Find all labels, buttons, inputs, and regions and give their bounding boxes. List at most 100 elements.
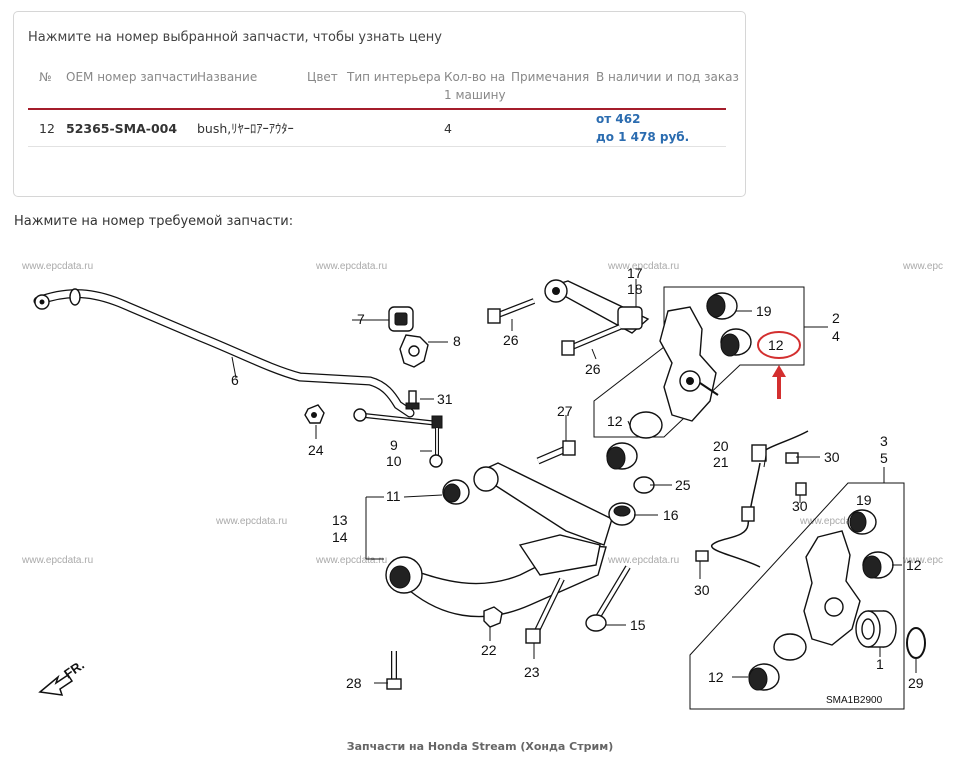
diagram-instruction: Нажмите на номер требуемой запчасти: <box>14 214 294 229</box>
row-oem[interactable]: 52365-SMA-004 <box>66 121 178 136</box>
diagram-code: SMA1B2900 <box>826 695 883 706</box>
col-header-no: № <box>39 70 52 84</box>
bushing <box>862 551 894 579</box>
callout-1[interactable]: 1 <box>876 656 884 672</box>
hub-bearing <box>855 610 897 648</box>
watermark: www.epcdata.ru <box>215 516 287 527</box>
callout-2[interactable]: 2 <box>832 310 840 326</box>
knuckle <box>773 530 861 661</box>
highlight-ring <box>757 331 801 359</box>
abs-sensor <box>711 430 809 568</box>
callout-26[interactable]: 26 <box>503 332 519 348</box>
callout-27[interactable]: 27 <box>557 403 573 419</box>
bolt <box>405 390 420 410</box>
callout-23[interactable]: 23 <box>524 664 540 680</box>
callout-10[interactable]: 10 <box>386 453 402 469</box>
watermark: www.epc <box>902 261 943 272</box>
callout-11[interactable]: 11 <box>386 488 401 504</box>
col-header-oem: OEM номер запчасти <box>66 70 198 84</box>
callout-14[interactable]: 14 <box>332 529 348 545</box>
bolt <box>785 452 799 464</box>
stabilizer-bracket <box>399 334 429 368</box>
col-header-qty-line1: Кол-во на <box>444 70 506 84</box>
bushing <box>706 292 738 320</box>
watermark: www.epcdata.ru <box>607 555 679 566</box>
watermark: www.epcdata.ru <box>799 516 871 527</box>
callout-12[interactable]: 12 <box>607 413 623 429</box>
callout-21[interactable]: 21 <box>713 454 729 470</box>
stabilizer-bar <box>33 288 415 418</box>
watermark: www.epc <box>902 555 943 566</box>
stabilizer-link <box>353 408 443 468</box>
lower-arm-b <box>385 534 607 618</box>
stabilizer-bushing <box>388 306 414 332</box>
watermark: www.epcdata.ru <box>315 261 387 272</box>
callout-28[interactable]: 28 <box>346 675 362 691</box>
callout-9[interactable]: 9 <box>390 437 398 453</box>
callout-26[interactable]: 26 <box>585 361 601 377</box>
callout-12-highlighted[interactable]: 12 <box>768 337 784 353</box>
bushing <box>748 663 780 691</box>
knuckle <box>629 306 719 439</box>
callout-3[interactable]: 3 <box>880 433 888 449</box>
callout-12[interactable]: 12 <box>906 557 922 573</box>
knuckle-assembly-box <box>593 286 805 438</box>
callout-30[interactable]: 30 <box>792 498 808 514</box>
bolt <box>536 440 576 465</box>
callout-31[interactable]: 31 <box>437 391 453 407</box>
col-header-color: Цвет <box>307 70 338 84</box>
page-footer: Запчасти на Honda Stream (Хонда Стрим) <box>346 740 614 753</box>
callout-24[interactable]: 24 <box>308 442 324 458</box>
circlip <box>906 627 926 659</box>
callout-19[interactable]: 19 <box>856 492 872 508</box>
callout-30[interactable]: 30 <box>824 449 840 465</box>
nut <box>483 606 503 628</box>
col-header-name: Название <box>197 70 258 84</box>
callout-15[interactable]: 15 <box>630 617 646 633</box>
callout-19[interactable]: 19 <box>756 303 772 319</box>
callout-4[interactable]: 4 <box>832 328 840 344</box>
row-no: 12 <box>39 121 55 136</box>
bolt <box>525 577 565 644</box>
row-name: bush,ﾘﾔｰﾛｱｰｱｳﾀｰ <box>197 121 294 136</box>
bolt <box>386 651 402 690</box>
parts-card: Нажмите на номер выбранной запчасти, что… <box>13 11 746 197</box>
callout-25[interactable]: 25 <box>675 477 691 493</box>
row-divider <box>28 146 726 147</box>
callout-18[interactable]: 18 <box>627 281 643 297</box>
leader-lines <box>231 279 917 684</box>
bushing <box>847 509 877 535</box>
nut <box>304 404 325 424</box>
callout-7[interactable]: 7 <box>357 311 365 327</box>
price-to[interactable]: до 1 478 руб. <box>596 130 690 144</box>
col-header-qty-line2: 1 машину <box>444 88 506 102</box>
card-title: Нажмите на номер выбранной запчасти, что… <box>28 30 442 45</box>
callout-8[interactable]: 8 <box>453 333 461 349</box>
callout-17[interactable]: 17 <box>627 265 643 281</box>
price-link[interactable]: от 462 до 1 478 руб. <box>596 110 689 146</box>
watermark: www.epcdata.ru <box>607 261 679 272</box>
callout-29[interactable]: 29 <box>908 675 924 691</box>
hub-assembly-box <box>689 482 905 710</box>
callout-13[interactable]: 13 <box>332 512 348 528</box>
callout-30[interactable]: 30 <box>694 582 710 598</box>
header-divider <box>28 108 726 110</box>
highlight-arrow-icon <box>772 365 786 399</box>
bolt <box>795 482 807 496</box>
bolt <box>561 324 622 356</box>
col-header-notes: Примечания <box>511 70 590 84</box>
callout-16[interactable]: 16 <box>663 507 679 523</box>
price-from[interactable]: от 462 <box>596 112 641 126</box>
bolt <box>695 550 709 562</box>
upper-arm <box>544 279 650 334</box>
front-arrow-icon: FR. <box>38 657 87 696</box>
callout-6[interactable]: 6 <box>231 372 239 388</box>
callout-22[interactable]: 22 <box>481 642 497 658</box>
bushing <box>606 442 638 470</box>
watermark: www.epcdata.ru <box>315 555 387 566</box>
callout-12[interactable]: 12 <box>708 669 724 685</box>
bolt <box>585 565 631 632</box>
callout-5[interactable]: 5 <box>880 450 888 466</box>
lower-arm-a <box>442 462 613 546</box>
callout-20[interactable]: 20 <box>713 438 729 454</box>
